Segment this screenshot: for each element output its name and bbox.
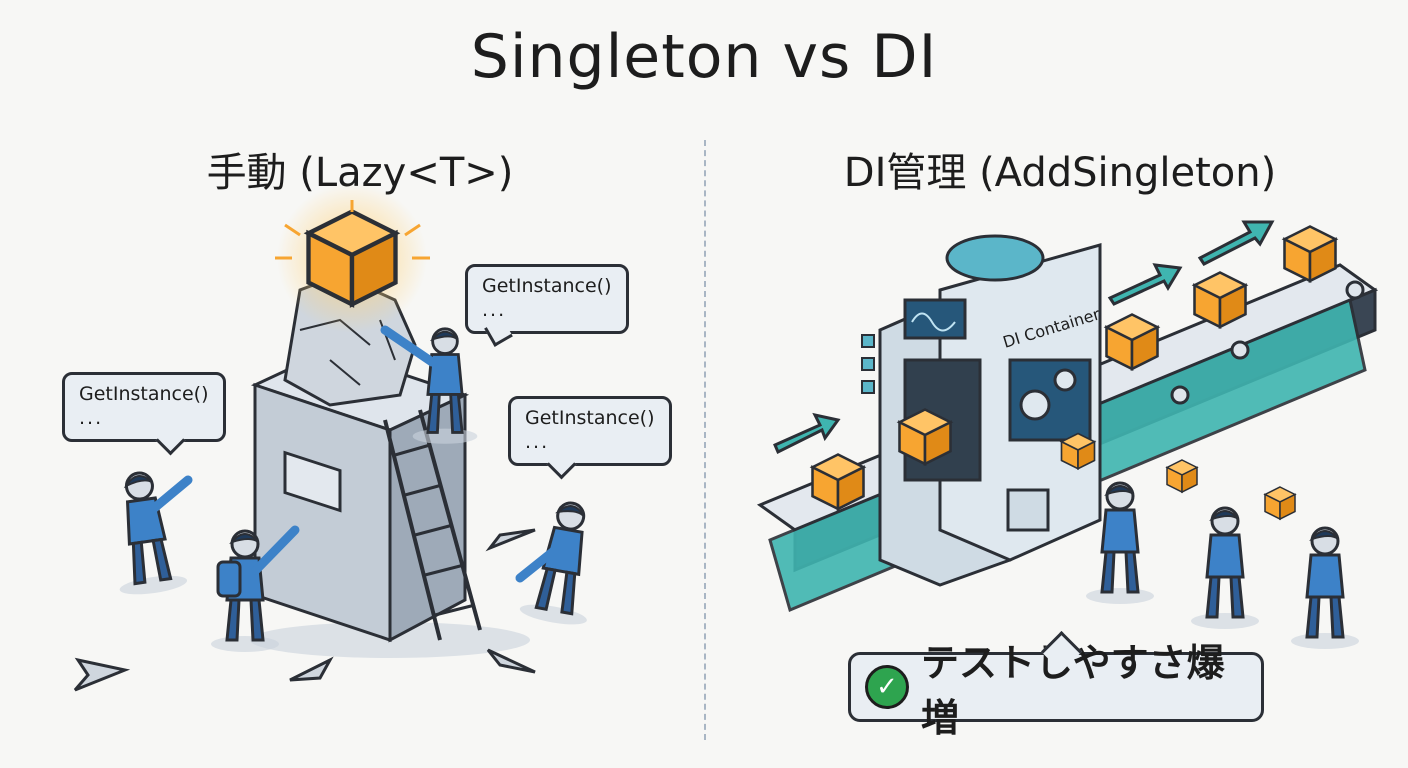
bubble-call: GetInstance() [482,275,612,297]
speech-bubble: GetInstance() ... [465,264,629,334]
person-backpack [209,525,300,654]
bubble-call: GetInstance() [525,407,655,429]
glowing-cube [275,183,430,333]
person-receiving-3 [1264,486,1361,651]
flow-arrows [773,220,1275,455]
bubble-dots: ... [482,298,507,321]
testability-badge: ✓ テストしやすさ爆増 [848,641,1264,740]
bubble-dots: ... [525,430,550,453]
ladder [383,409,482,641]
speech-bubble: GetInstance() ... [62,372,226,442]
page-title: Singleton vs DI [470,22,938,92]
di-container-machine [861,234,1102,587]
bubble-call: GetInstance() [79,383,209,405]
speech-bubble: GetInstance() ... [508,396,672,466]
person-left [102,466,193,600]
person-receiving-2 [1166,459,1261,631]
right-heading: DI管理 (AddSingleton) [843,150,1277,196]
motion-arrows-left [73,528,536,692]
center-divider [704,140,706,740]
check-icon: ✓ [865,665,909,709]
person-right [515,495,608,630]
bubble-dots: ... [79,406,104,429]
person-climbing [380,325,479,446]
badge-text: テストしやすさ爆増 [921,641,1225,740]
